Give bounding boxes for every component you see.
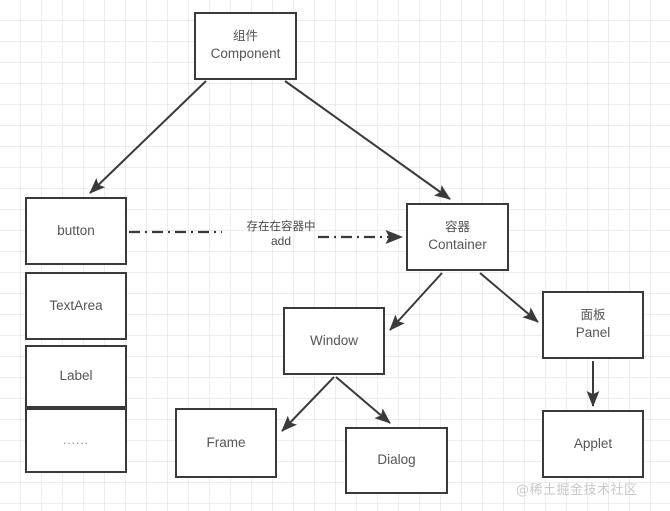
node-component[interactable]: 组件 Component [194,12,297,80]
node-container-cn: 容器 [444,219,470,235]
node-dialog-en: Dialog [377,452,416,468]
node-applet-en: Applet [573,435,613,451]
node-label[interactable]: Label [25,345,127,408]
edge-label-add-relation: 存在在容器中 add [225,219,337,250]
node-container-en: Container [428,237,487,253]
node-container[interactable]: 容器 Container [406,203,509,271]
edge-window-to-frame [281,376,335,432]
watermark: @稀土掘金技术社区 [516,483,638,498]
node-button[interactable]: button [25,197,127,265]
node-window-en: Window [309,332,358,348]
node-textarea[interactable]: TextArea [25,272,127,340]
node-panel[interactable]: 面板 Panel [542,291,644,359]
node-button-en: button [57,222,95,238]
edge-label-add-relation-en: add [270,233,292,248]
node-component-en: Component [210,46,281,62]
node-frame[interactable]: Frame [175,408,277,478]
edge-container-to-window [389,272,443,331]
node-label-en: Label [59,368,93,384]
node-etc[interactable]: ...... [25,408,127,473]
node-window[interactable]: Window [283,307,385,375]
node-panel-cn: 面板 [580,307,606,323]
edge-label-add-relation-cn: 存在在容器中 [246,219,316,233]
node-panel-en: Panel [575,325,611,341]
node-textarea-en: TextArea [49,297,103,313]
node-component-cn: 组件 [232,28,258,44]
node-frame-en: Frame [206,434,246,450]
node-etc-en: ...... [62,433,89,448]
edge-component-to-button [89,80,207,194]
node-dialog[interactable]: Dialog [345,427,448,494]
edge-container-to-panel [479,272,539,323]
edge-window-to-dialog [335,376,391,424]
node-applet[interactable]: Applet [542,410,644,478]
edge-component-to-container [284,80,451,200]
